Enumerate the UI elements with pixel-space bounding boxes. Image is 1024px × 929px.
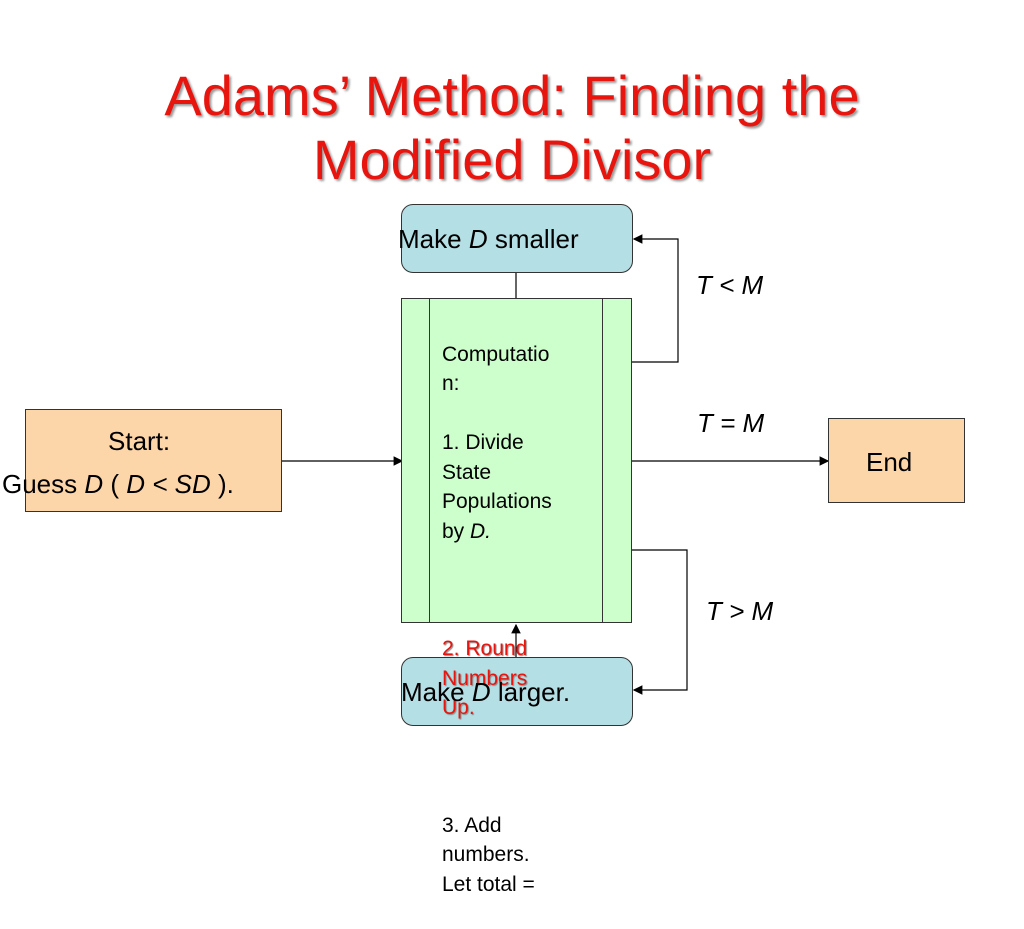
gt-loop-arrow (632, 549, 688, 695)
make-d-larger-box (401, 657, 633, 726)
end-box (828, 418, 965, 503)
computation-right-divider (602, 298, 603, 623)
computation-heading: Computatio n: (442, 342, 550, 396)
computation-text: Computatio n: 1. Divide State Population… (442, 310, 592, 929)
make-larger-pre: Make (401, 677, 472, 707)
slide-title: Adams’ Method: Finding the Modified Divi… (0, 64, 1024, 192)
computation-step-2: 2. Round Numbers Up. (442, 637, 528, 719)
start-line-1: Start: (108, 426, 171, 456)
start-pre: Guess (2, 469, 85, 499)
step1-var: D. (470, 519, 492, 543)
make-smaller-var: D (468, 224, 488, 254)
title-line-2: Modified Divisor (312, 128, 712, 191)
make-d-smaller-box (401, 204, 633, 273)
step1-text: 1. Divide State Populations by (442, 431, 552, 543)
start-box (25, 409, 282, 512)
computation-step-3: 3. Add numbers. Let total = (442, 813, 535, 896)
condition-t-greater-m: T > M (706, 596, 774, 626)
title-line-1: Adams’ Method: Finding the (164, 64, 860, 127)
lt-loop-arrow (632, 234, 679, 363)
computation-left-divider (429, 298, 430, 623)
make-d-smaller-label: Make D smaller (398, 224, 579, 255)
start-post: ). (210, 469, 234, 499)
make-larger-post: larger. (490, 677, 571, 707)
end-label: End (866, 447, 913, 477)
connector-lines (282, 234, 830, 695)
start-mid: ( (103, 469, 127, 499)
computation-box (401, 298, 632, 623)
make-larger-var: D (471, 677, 491, 707)
computation-step-1: 1. Divide State Populations by D. (442, 428, 592, 546)
make-d-larger-label: Make D larger. (401, 677, 570, 708)
condition-t-equals-m: T = M (697, 408, 765, 438)
start-line-2: Guess D ( D < SD ). (2, 469, 234, 500)
start-var-d-sd: D < SD (126, 469, 211, 499)
make-smaller-post: smaller (487, 224, 579, 254)
make-smaller-pre: Make (398, 224, 469, 254)
condition-t-less-m: T < M (696, 270, 764, 300)
start-var-d: D (84, 469, 104, 499)
